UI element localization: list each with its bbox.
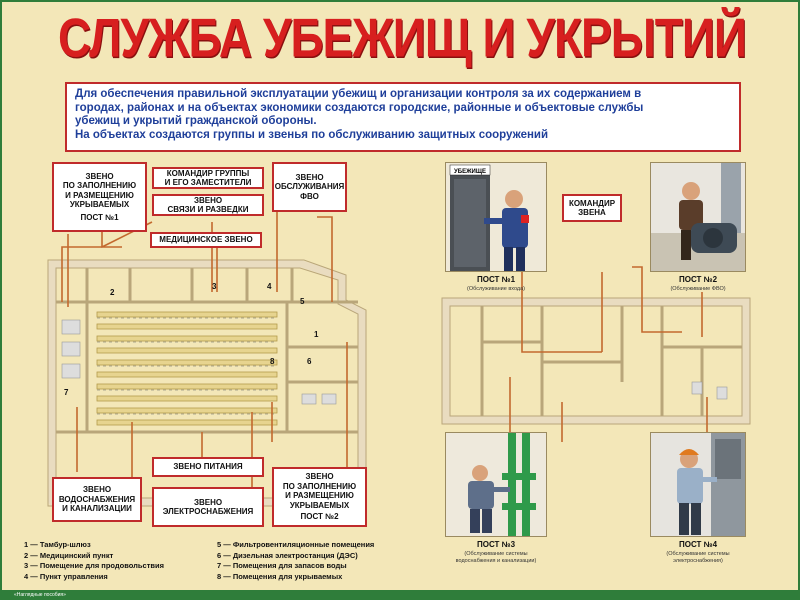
box-line: ПО ЗАПОЛНЕНИЮ	[282, 481, 357, 491]
page-title: СЛУЖБА УБЕЖИЩ И УКРЫТИЙ	[58, 7, 747, 69]
post1-label: ПОСТ №1	[476, 275, 516, 284]
benches	[96, 311, 278, 426]
worker-at-pipes-image	[468, 433, 536, 536]
intro-line-1: Для обеспечения правильной эксплуатации …	[75, 88, 642, 100]
box-zveno-fill-post1: ЗВЕНО ПО ЗАПОЛНЕНИЮ И РАЗМЕЩЕНИЮ УКРЫВАЕ…	[52, 162, 147, 232]
box-line: ЗВЕНО	[305, 472, 334, 482]
box-line: ЗВЕНО	[82, 485, 112, 495]
intro-line-4: На объектах создаются группы и звенья по…	[75, 128, 549, 141]
box-line: СВЯЗИ И РАЗВЕДКИ	[167, 205, 249, 214]
intro-line-2: городах, районах и на объектах экономики…	[75, 101, 644, 114]
plan-number-5: 5	[300, 297, 305, 306]
box-line: ЗВЕНО	[193, 497, 223, 507]
post4-sub-line: (Обслуживание системы	[666, 551, 730, 557]
box-line: ЗВЕНА	[578, 208, 606, 217]
legend-right: 5 — Фильтровентиляционные помещения 6 — …	[217, 540, 432, 582]
post3-label: ПОСТ №3	[476, 540, 516, 549]
legend-item: 8 — Помещения для укрываемых	[217, 571, 343, 581]
legend-item: 1 — Тамбур-шлюз	[24, 540, 91, 549]
plan-number-2: 2	[110, 288, 115, 297]
worker-at-door-image: УБЕЖИЩЕ	[449, 164, 529, 271]
box-commander-zveno: КОМАНДИР ЗВЕНА	[562, 194, 622, 222]
box-line: ФВО	[300, 191, 319, 201]
box-line: УКРЫВАЕМЫХ	[69, 200, 130, 210]
legend-item: 5 — Фильтровентиляционные помещения	[217, 540, 375, 549]
intro-text-box: Для обеспечения правильной эксплуатации …	[65, 82, 741, 152]
right-floor-plan	[441, 266, 751, 442]
footer-bar	[2, 590, 798, 598]
legend-item: 2 — Медицинский пункт	[24, 550, 114, 560]
box-line: МЕДИЦИНСКОЕ ЗВЕНО	[159, 235, 253, 245]
legend-item: 4 — Пункт управления	[24, 571, 108, 581]
post4-sub-line: электроснабжения)	[673, 557, 723, 564]
door-sign: УБЕЖИЩЕ	[454, 169, 486, 175]
box-line: ЗВЕНО	[295, 172, 324, 182]
photo-post1-entrance: УБЕЖИЩЕ	[445, 162, 547, 272]
box-line: И РАЗМЕЩЕНИЮ	[285, 491, 354, 501]
post2-sub: (Обслуживание ФВО)	[670, 286, 726, 292]
plan-number-6: 6	[307, 357, 312, 366]
post3-sub-line: водоснабжения и канализации)	[455, 557, 537, 564]
plan-number-1: 1	[314, 330, 319, 339]
box-pitanie: ЗВЕНО ПИТАНИЯ	[152, 457, 264, 477]
box-line: ВОДОСНАБЖЕНИЯ	[58, 494, 136, 504]
photo-post3-water	[445, 432, 547, 537]
box-line: УКРЫВАЕМЫХ	[289, 500, 350, 510]
box-medical: МЕДИЦИНСКОЕ ЗВЕНО	[150, 232, 262, 248]
box-line: И РАЗМЕЩЕНИЮ	[65, 190, 134, 200]
photo-post4-electro	[650, 432, 746, 537]
plan-number-3: 3	[212, 282, 217, 291]
intro-line-3: убежищ и укрытий гражданской обороны.	[75, 115, 317, 127]
box-line: ЗВЕНО	[85, 171, 114, 181]
post4-label: ПОСТ №4	[678, 540, 718, 549]
legend-item: 6 — Дизельная электростанция (ДЭС)	[217, 550, 358, 560]
post2-label: ПОСТ №2	[678, 275, 718, 284]
box-zveno-fvo: ЗВЕНО ОБСЛУЖИВАНИЯ ФВО	[272, 162, 347, 212]
box-water: ЗВЕНО ВОДОСНАБЖЕНИЯ И КАНАЛИЗАЦИИ	[52, 477, 142, 522]
box-line: ОБСЛУЖИВАНИЯ	[274, 182, 345, 192]
post3-sub-line: (Обслуживание системы	[464, 551, 528, 557]
box-commander-group: КОМАНДИР ГРУППЫ И ЕГО ЗАМЕСТИТЕЛИ	[152, 167, 264, 189]
photo-post2-fvo	[650, 162, 746, 272]
post4-sub: (Обслуживание системы электроснабжения)	[650, 551, 746, 564]
box-line: ПОСТ №1	[80, 212, 119, 222]
footer-text: «Наглядные пособия»	[14, 592, 66, 598]
worker-at-panel-image	[677, 433, 745, 536]
box-line: ПОСТ №2	[300, 512, 339, 522]
box-zveno-fill-post2: ЗВЕНО ПО ЗАПОЛНЕНИЮ И РАЗМЕЩЕНИЮ УКРЫВАЕ…	[272, 467, 367, 527]
box-line: И КАНАЛИЗАЦИИ	[62, 504, 132, 514]
legend-item: 7 — Помещения для запасов воды	[217, 561, 347, 570]
post3-sub: (Обслуживание системы водоснабжения и ка…	[445, 551, 547, 564]
plan-number-7: 7	[64, 388, 69, 397]
box-line: ЗВЕНО ПИТАНИЯ	[173, 462, 243, 472]
box-electro: ЗВЕНО ЭЛЕКТРОСНАБЖЕНИЯ	[152, 487, 264, 527]
plan-number-4: 4	[267, 282, 272, 291]
legend-item: 3 — Помещение для продовольствия	[24, 561, 164, 570]
plan-number-8: 8	[270, 357, 275, 366]
box-line: КОМАНДИР	[568, 198, 616, 208]
worker-at-fvo-image	[651, 163, 745, 271]
box-line: ЭЛЕКТРОСНАБЖЕНИЯ	[162, 507, 254, 516]
box-line: КОМАНДИР ГРУППЫ	[166, 168, 250, 178]
box-line: ЗВЕНО	[193, 195, 223, 205]
box-zveno-svyazi: ЗВЕНО СВЯЗИ И РАЗВЕДКИ	[152, 194, 264, 216]
post1-sub: (Обслуживание входа)	[467, 286, 525, 292]
box-line: ПО ЗАПОЛНЕНИЮ	[62, 181, 137, 191]
legend-left: 1 — Тамбур-шлюз 2 — Медицинский пункт 3 …	[24, 540, 214, 582]
box-line: И ЕГО ЗАМЕСТИТЕЛИ	[164, 178, 252, 187]
